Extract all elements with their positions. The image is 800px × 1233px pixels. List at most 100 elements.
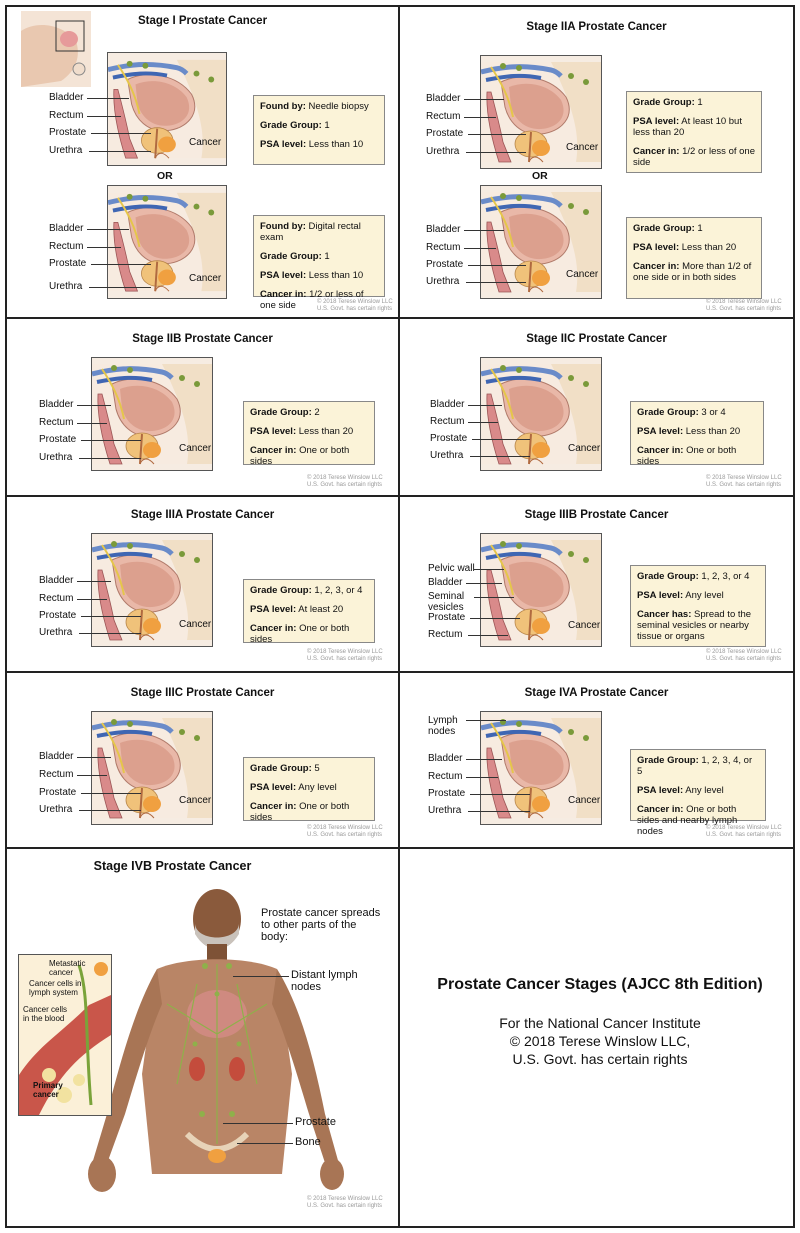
prostate-label: Prostate [428, 612, 465, 623]
stage-2b-panel: Stage IIB Prostate Cancer Bladder Rectum… [5, 317, 400, 497]
bladder-label: Bladder [39, 575, 73, 586]
credit-line-2: © 2018 Terese Winslow LLC, [400, 1032, 800, 1050]
stage-2a-info-box-a: Grade Group: 1 PSA level: At least 10 bu… [626, 91, 762, 173]
urethra-label: Urethra [430, 450, 463, 461]
bladder-label: Bladder [39, 399, 73, 410]
bladder-label: Bladder [49, 223, 83, 234]
document-title: Prostate Cancer Stages (AJCC 8th Edition… [400, 976, 800, 994]
psa-level-value: Less than 20 [299, 426, 353, 437]
urethra-label: Urethra [426, 276, 459, 287]
stage-2a-title: Stage IIA Prostate Cancer [400, 21, 793, 33]
credit-line-3: U.S. Govt. has certain rights [400, 1050, 800, 1068]
bladder-label: Bladder [426, 93, 460, 104]
prostate-label: Prostate [39, 610, 76, 621]
copyright-notice: © 2018 Terese Winslow LLCU.S. Govt. has … [706, 299, 782, 313]
psa-level-value: Any level [298, 782, 337, 793]
primary-cancer-label: Primary cancer [33, 1081, 73, 1099]
grade-group-value: 1 [324, 120, 329, 131]
stage-1-panel: Stage I Prostate Cancer Bladder Rectum P… [5, 5, 400, 319]
urethra-label: Urethra [39, 627, 72, 638]
bladder-label: Bladder [428, 753, 462, 764]
prostate-label: Prostate [39, 434, 76, 445]
cancer-label: Cancer [189, 273, 221, 284]
urethra-label: Urethra [39, 804, 72, 815]
prostate-label: Prostate [426, 259, 463, 270]
stage-3a-title: Stage IIIA Prostate Cancer [7, 509, 398, 521]
grade-group-value: 2 [314, 407, 319, 418]
or-separator: OR [532, 170, 548, 182]
or-separator: OR [157, 170, 173, 182]
stage-2b-info-box: Grade Group: 2 PSA level: Less than 20 C… [243, 401, 375, 465]
bone-label: Bone [295, 1137, 321, 1148]
rectum-label: Rectum [426, 242, 460, 253]
grade-group-value: 1, 2, 3, or 4 [314, 585, 362, 596]
anatomy-illustration [107, 52, 227, 166]
stage-3c-info-box: Grade Group: 5 PSA level: Any level Canc… [243, 757, 375, 821]
urethra-label: Urethra [49, 281, 82, 292]
grade-group-value: 5 [314, 763, 319, 774]
prostate-label: Prostate [426, 128, 463, 139]
bladder-label: Bladder [428, 577, 462, 588]
rectum-label: Rectum [39, 417, 73, 428]
psa-level-value: Any level [685, 590, 724, 601]
cancer-label: Cancer [566, 269, 598, 280]
psa-level-value: Less than 20 [682, 242, 736, 253]
psa-level-value: Less than 20 [686, 426, 740, 437]
psa-level-value: Any level [685, 785, 724, 796]
urethra-label: Urethra [39, 452, 72, 463]
stage-4a-info-box: Grade Group: 1, 2, 3, 4, or 5 PSA level:… [630, 749, 766, 821]
prostate-label: Prostate [430, 433, 467, 444]
cancer-label: Cancer [179, 619, 211, 630]
urethra-label: Urethra [428, 805, 461, 816]
urethra-label: Urethra [426, 146, 459, 157]
cancer-label: Cancer [179, 443, 211, 454]
psa-level-value: At least 20 [298, 604, 343, 615]
psa-level-value: Less than 10 [309, 139, 363, 150]
stage-4a-panel: Stage IVA Prostate Cancer Lymph nodes Bl… [398, 671, 795, 849]
cancer-label: Cancer [566, 142, 598, 153]
bladder-label: Bladder [430, 399, 464, 410]
grade-group-value: 1 [697, 223, 702, 234]
stage-1-info-box-b: Found by: Digital rectal exam Grade Grou… [253, 215, 385, 297]
bladder-label: Bladder [426, 224, 460, 235]
prostate-label: Prostate [295, 1117, 336, 1128]
lymph-system-label: Cancer cells in lymph system [29, 979, 85, 997]
distant-lymph-nodes-label: Distant lymph nodes [291, 969, 369, 993]
seminal-vesicles-label: Seminal vesicles [428, 591, 476, 613]
cancer-label: Cancer [568, 620, 600, 631]
stage-2c-panel: Stage IIC Prostate Cancer Bladder Rectum… [398, 317, 795, 497]
rectum-label: Rectum [428, 629, 462, 640]
anatomy-illustration [480, 711, 602, 825]
stage-3b-title: Stage IIIB Prostate Cancer [400, 509, 793, 521]
bladder-label: Bladder [49, 92, 83, 103]
stage-2b-title: Stage IIB Prostate Cancer [7, 333, 398, 345]
stage-3b-info-box: Grade Group: 1, 2, 3, or 4 PSA level: An… [630, 565, 766, 647]
stage-4a-title: Stage IVA Prostate Cancer [400, 687, 793, 699]
grade-group-value: 3 or 4 [701, 407, 725, 418]
grade-group-value: 1 [324, 251, 329, 262]
stage-3a-info-box: Grade Group: 1, 2, 3, or 4 PSA level: At… [243, 579, 375, 643]
prostate-label: Prostate [49, 127, 86, 138]
prostate-label: Prostate [49, 258, 86, 269]
stage-3b-panel: Stage IIIB Prostate Cancer Pelvic wall B… [398, 495, 795, 673]
psa-level-value: Less than 10 [309, 270, 363, 281]
found-by-value: Needle biopsy [309, 101, 369, 112]
rectum-label: Rectum [428, 771, 462, 782]
blood-cells-label: Cancer cells in the blood [23, 1005, 73, 1023]
credit-line-1: For the National Cancer Institute [400, 1014, 800, 1032]
rectum-label: Rectum [49, 241, 83, 252]
bladder-label: Bladder [39, 751, 73, 762]
stage-1-info-box-a: Found by: Needle biopsy Grade Group: 1 P… [253, 95, 385, 165]
metastatic-cancer-label: Metastatic cancer [49, 959, 95, 977]
body-location-thumbnail [21, 11, 91, 87]
stage-3c-panel: Stage IIIC Prostate Cancer Bladder Rectu… [5, 671, 400, 849]
stage-2a-panel: Stage IIA Prostate Cancer Bladder Rectum… [398, 5, 795, 319]
rectum-label: Rectum [49, 110, 83, 121]
spread-description: Prostate cancer spreads to other parts o… [261, 907, 386, 943]
cancer-label: Cancer [189, 137, 221, 148]
cancer-label: Cancer [179, 795, 211, 806]
